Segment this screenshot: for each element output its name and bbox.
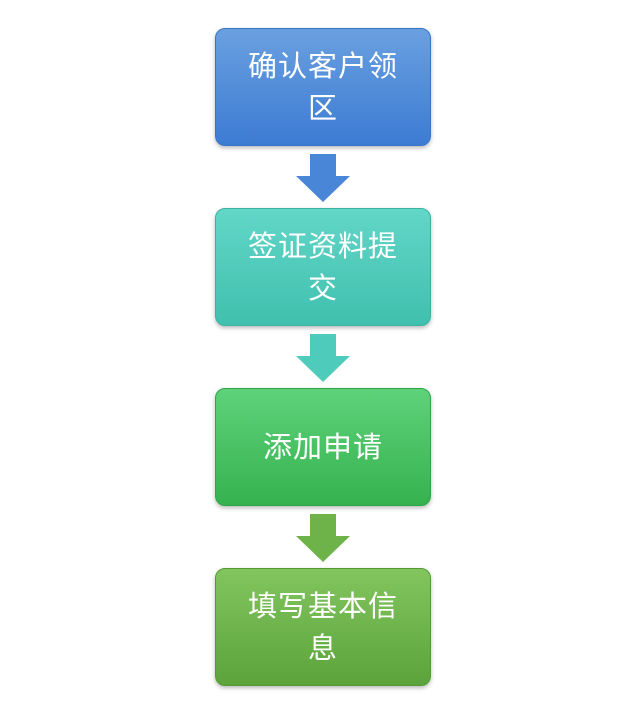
step-confirm-client-district: 确认客户领区 bbox=[215, 28, 431, 146]
arrow-shape bbox=[296, 334, 350, 382]
down-arrow-icon bbox=[296, 154, 350, 202]
down-arrow-icon bbox=[296, 514, 350, 562]
step-label: 填写基本信息 bbox=[247, 589, 398, 665]
step-submit-visa-documents: 签证资料提交 bbox=[215, 208, 431, 326]
step-label: 确认客户领区 bbox=[247, 49, 398, 125]
down-arrow-icon bbox=[296, 334, 350, 382]
step-label: 添加申请 bbox=[262, 430, 383, 464]
arrow-shape bbox=[296, 514, 350, 562]
step-add-application: 添加申请 bbox=[215, 388, 431, 506]
arrow-shape bbox=[296, 154, 350, 202]
step-fill-basic-info: 填写基本信息 bbox=[215, 568, 431, 686]
step-label: 签证资料提交 bbox=[247, 229, 398, 305]
